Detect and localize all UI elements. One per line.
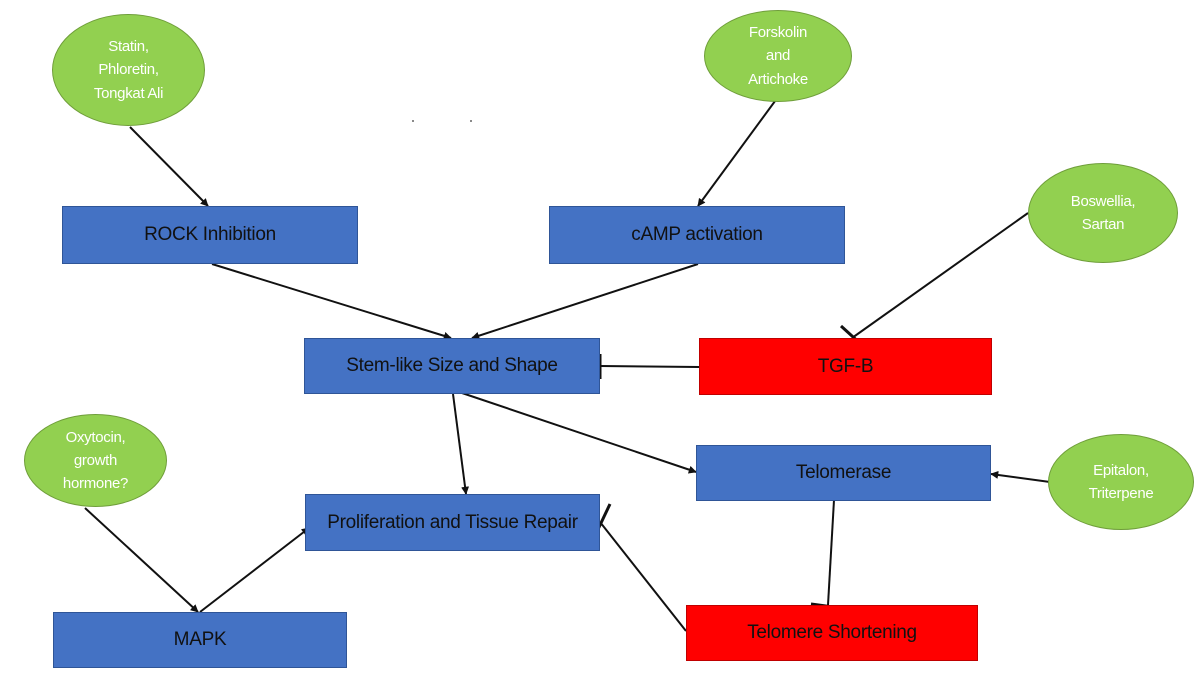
node-stem-like-size-and-shape: Stem-like Size and Shape [304, 338, 600, 394]
node-tgf-b: TGF-B [699, 338, 992, 395]
node-proliferation-and-tissue-repair: Proliferation and Tissue Repair [305, 494, 600, 551]
edge-stem-to-prolif [452, 393, 470, 495]
edge-camp-to-stem [471, 263, 699, 340]
edge-epitalon-to-telomerase [990, 471, 1051, 483]
edge-mapk-to-prolif [199, 527, 310, 613]
node-forskolin-artichoke: Forskolin and Artichoke [704, 10, 852, 102]
edge-telomerase-to-telomere [827, 499, 835, 606]
edge-telomere-to-prolif [599, 521, 687, 632]
edge-boswellia-to-tgfb [851, 212, 1029, 339]
edge-tgfb-to-stem [599, 365, 700, 368]
stray-mark [470, 120, 472, 122]
edge-stem-to-telomerase [461, 392, 697, 474]
node-rock-inhibition: ROCK Inhibition [62, 206, 358, 264]
node-telomere-shortening: Telomere Shortening [686, 605, 978, 661]
edge-statin-to-rock [129, 126, 209, 207]
node-camp-activation: cAMP activation [549, 206, 845, 264]
node-boswellia-sartan: Boswellia, Sartan [1028, 163, 1178, 263]
edge-oxytocin-to-mapk [84, 507, 199, 613]
node-telomerase: Telomerase [696, 445, 991, 501]
node-mapk: MAPK [53, 612, 347, 668]
node-oxytocin-growth-hormone: Oxytocin, growth hormone? [24, 414, 167, 507]
node-statin-phloretin-tongkat-ali: Statin, Phloretin, Tongkat Ali [52, 14, 205, 126]
edge-rock-to-stem [211, 263, 452, 340]
edge-forskolin-to-camp [697, 96, 779, 207]
stray-mark [412, 120, 414, 122]
node-epitalon-triterpene: Epitalon, Triterpene [1048, 434, 1194, 530]
